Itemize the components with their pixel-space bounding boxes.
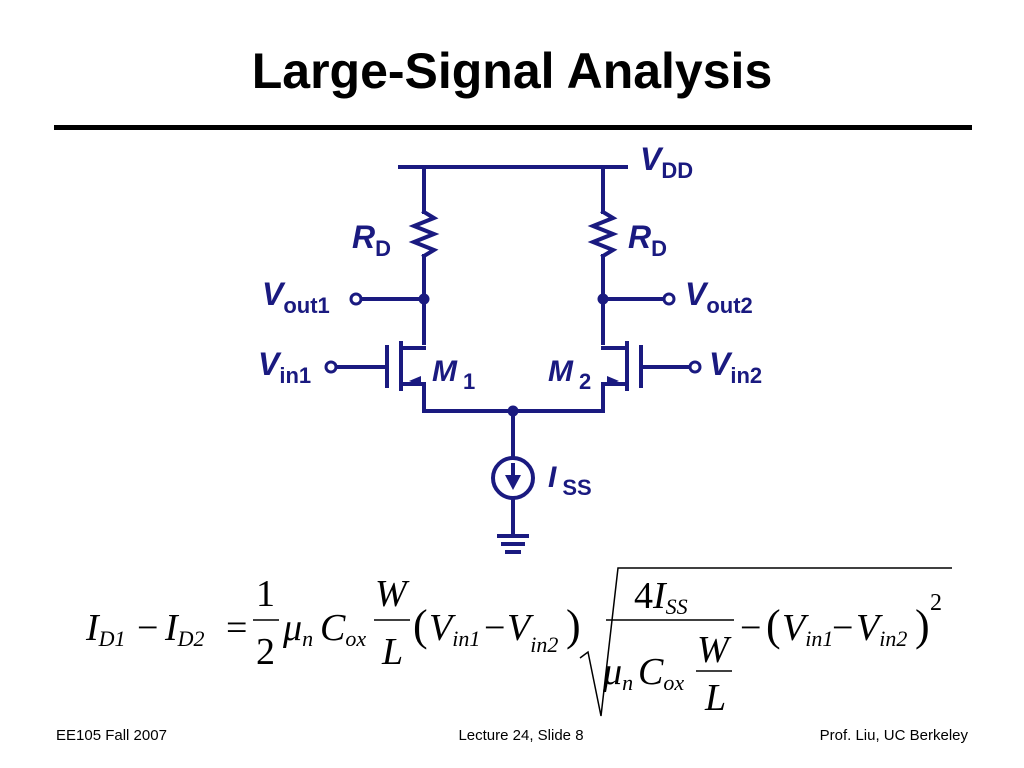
footer-course: EE105 Fall 2007 [56,727,167,744]
eq-minus-3: − [740,607,761,649]
eq-cox: Cox [320,607,366,651]
slide-title: Large-Signal Analysis [251,43,773,99]
eq-inner-mun: μn [602,651,633,695]
eq-sqrt-sign [579,567,952,717]
terminal-vout1 [349,292,363,306]
eq-inner-l: L [704,677,726,719]
eq-rparen-2: ) [915,601,930,650]
eq-vin1-b: Vin1 [782,607,833,651]
eq-vin2-b: Vin2 [856,607,907,651]
current-source-arrow [505,475,521,490]
label-vin2: Vin2 [709,346,762,388]
eq-wl-denominator: L [381,631,403,673]
eq-vin1: Vin1 [429,607,480,651]
footer-lecture-slide: Lecture 24, Slide 8 [458,727,584,744]
eq-equals: = [226,607,247,649]
eq-id2: ID2 [164,607,205,651]
label-vout1: Vout1 [262,276,330,318]
resistor-right-symbol [587,209,619,259]
m2-arrow [607,376,619,386]
terminal-vin2 [688,360,702,374]
m1-arrow [409,376,421,386]
eq-inner-cox: Cox [638,651,684,695]
eq-minus-2: − [484,607,505,649]
node-tail [507,405,519,417]
title-underline [54,125,972,130]
label-vin1: Vin1 [258,346,311,388]
eq-lparen-2: ( [766,601,781,650]
terminal-vout2 [662,292,676,306]
eq-minus-1: − [137,607,158,649]
node-vout1 [418,293,430,305]
label-vout2: Vout2 [685,276,753,318]
eq-wl-numerator: W [375,573,410,615]
eq-minus-4: − [832,607,853,649]
eq-4iss: 4ISS [634,575,688,619]
label-rd-left: RD [352,219,391,261]
eq-half-numerator: 1 [256,573,275,615]
label-vdd: VDD [640,141,693,183]
eq-mun: μn [282,607,313,651]
terminal-vin1 [324,360,338,374]
eq-rparen-1: ) [566,601,581,650]
eq-exponent: 2 [930,590,942,616]
label-rd-right: RD [628,219,667,261]
eq-vin2: Vin2 [507,607,558,657]
eq-lparen-1: ( [413,601,428,650]
resistor-left-symbol [408,209,440,259]
eq-half-denominator: 2 [256,631,275,673]
footer-author: Prof. Liu, UC Berkeley [819,727,968,744]
eq-inner-w: W [697,629,732,671]
node-vout2 [597,293,609,305]
eq-id1: ID1 [85,607,126,651]
